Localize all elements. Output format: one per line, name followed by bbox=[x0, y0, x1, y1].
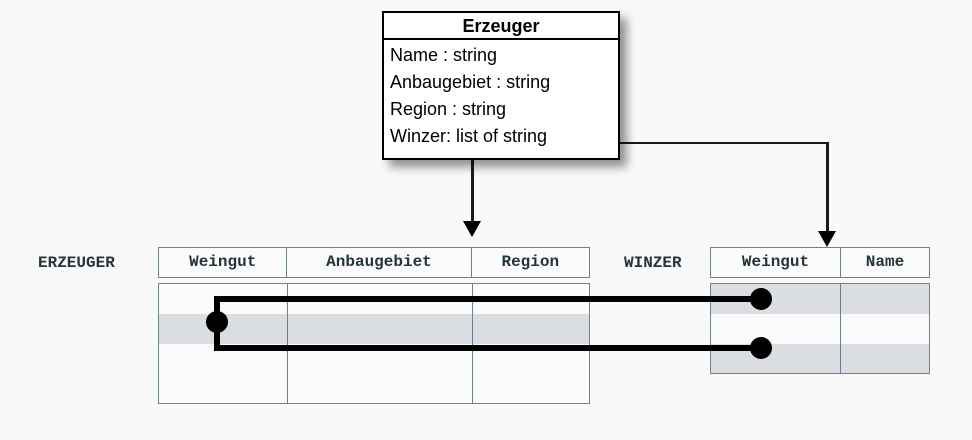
uml-attribute-list: Name : string Anbaugebiet : string Regio… bbox=[384, 40, 618, 150]
table-row[interactable] bbox=[159, 314, 589, 344]
uml-attribute: Winzer: list of string bbox=[390, 126, 548, 146]
table-cell bbox=[711, 284, 841, 314]
table-winzer-header: Weingut Name bbox=[710, 247, 930, 278]
table-cell bbox=[288, 314, 473, 344]
table-cell bbox=[841, 284, 929, 314]
uml-attribute: Name : string bbox=[390, 45, 498, 65]
table-cell bbox=[288, 374, 473, 403]
table-cell bbox=[159, 374, 288, 403]
reference-link-dot-target-upper bbox=[750, 288, 772, 310]
table-row[interactable] bbox=[711, 314, 929, 344]
column-header-anbaugebiet: Anbaugebiet bbox=[287, 248, 472, 277]
table-row[interactable] bbox=[159, 374, 589, 403]
reference-link-lower bbox=[214, 345, 762, 351]
table-winzer-label: WINZER bbox=[624, 254, 682, 272]
table-cell bbox=[159, 314, 288, 344]
table-cell bbox=[473, 314, 589, 344]
column-header-weingut: Weingut bbox=[159, 248, 288, 277]
table-cell bbox=[159, 344, 288, 374]
table-erzeuger-label: ERZEUGER bbox=[38, 254, 115, 272]
table-winzer-body bbox=[710, 283, 930, 374]
reference-link-upper bbox=[214, 296, 762, 302]
table-cell bbox=[841, 314, 929, 344]
mapping-arrow-erzeuger-shaft bbox=[471, 160, 474, 222]
table-cell bbox=[711, 314, 841, 344]
uml-class-name: Erzeuger bbox=[384, 13, 618, 40]
reference-link-dot-target-lower bbox=[750, 337, 772, 359]
column-header-name: Name bbox=[865, 253, 905, 271]
mapping-arrow-erzeuger-head bbox=[463, 221, 481, 237]
column-header-region: Region bbox=[501, 253, 560, 271]
table-cell bbox=[288, 344, 473, 374]
mapping-arrow-winzer-head bbox=[818, 231, 836, 247]
table-erzeuger-body bbox=[158, 283, 590, 404]
table-cell bbox=[841, 344, 929, 373]
uml-attribute: Anbaugebiet : string bbox=[390, 72, 551, 92]
table-erzeuger-header: Weingut Anbaugebiet Region bbox=[158, 247, 590, 278]
mapping-arrow-winzer-horizontal bbox=[608, 142, 829, 144]
uml-attribute: Region : string bbox=[390, 99, 507, 119]
table-cell bbox=[473, 374, 589, 403]
uml-class-erzeuger: Erzeuger Name : string Anbaugebiet : str… bbox=[382, 11, 620, 160]
mapping-arrow-winzer-vertical bbox=[826, 142, 829, 232]
table-cell bbox=[711, 344, 841, 373]
column-header-weingut: Weingut bbox=[711, 248, 841, 277]
table-row[interactable] bbox=[159, 344, 589, 374]
reference-link-dot-source bbox=[206, 311, 228, 333]
